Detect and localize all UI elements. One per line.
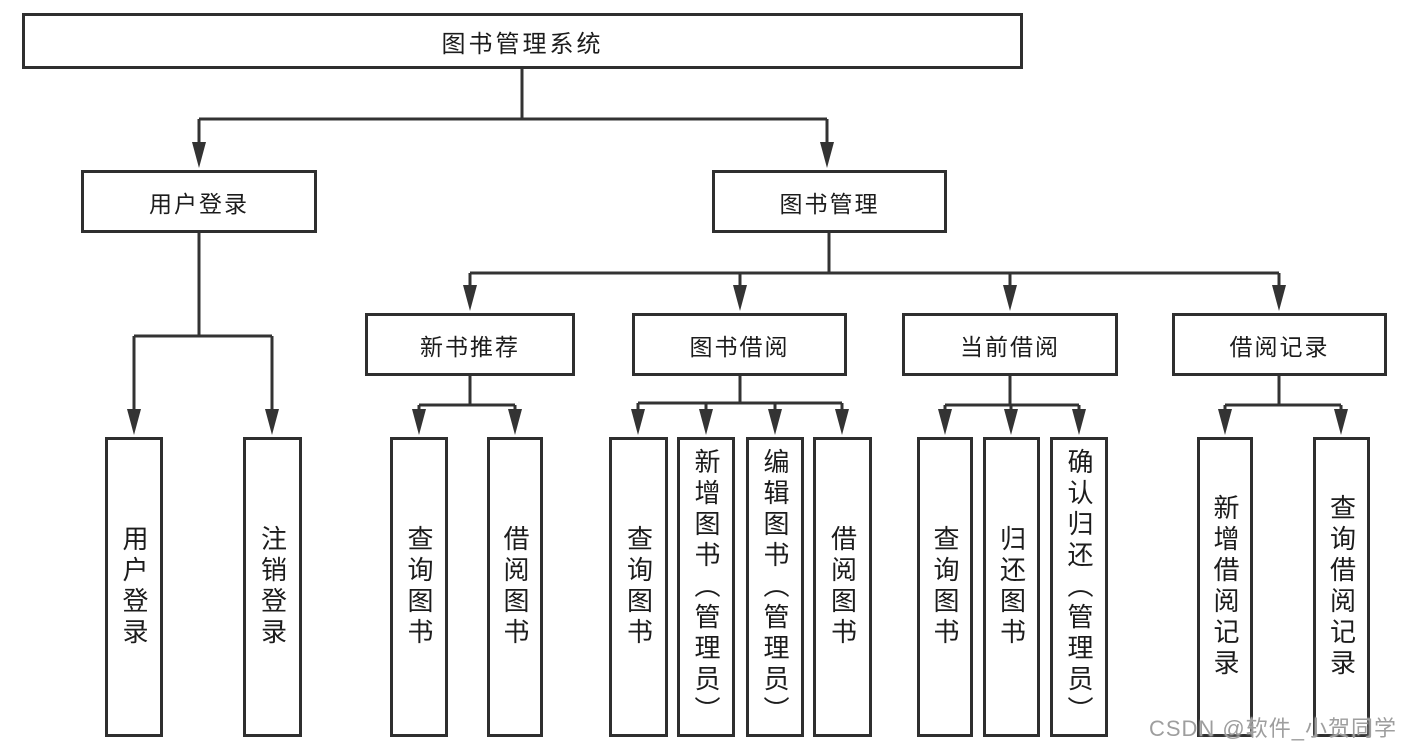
node-book-management: 图书管理 [712,170,947,233]
node-user-login: 用户登录 [81,170,317,233]
leaf-borrow-books-recommend: 借阅图书 [487,437,543,737]
leaf-edit-books-admin: 编辑图书（管理员） [746,437,804,737]
leaf-return-books: 归还图书 [983,437,1040,737]
leaf-add-books-admin: 新增图书（管理员） [677,437,735,737]
node-book-borrowing: 图书借阅 [632,313,847,376]
csdn-watermark: CSDN @软件_小贺同学 [1148,716,1397,741]
leaf-borrow-books: 借阅图书 [813,437,872,737]
leaf-query-books-recommend: 查询图书 [390,437,448,737]
leaf-logout: 注销登录 [243,437,302,737]
node-current-borrowing: 当前借阅 [902,313,1118,376]
leaf-query-books-current: 查询图书 [917,437,973,737]
node-new-book-recommend: 新书推荐 [365,313,575,376]
leaf-confirm-return-admin: 确认归还（管理员） [1050,437,1108,737]
leaf-query-books-borrowing: 查询图书 [609,437,668,737]
leaf-query-borrow-record: 查询借阅记录 [1313,437,1370,737]
root-node-library-system: 图书管理系统 [22,13,1023,69]
node-borrowing-records: 借阅记录 [1172,313,1387,376]
leaf-user-login: 用户登录 [105,437,163,737]
leaf-add-borrow-record: 新增借阅记录 [1197,437,1253,737]
